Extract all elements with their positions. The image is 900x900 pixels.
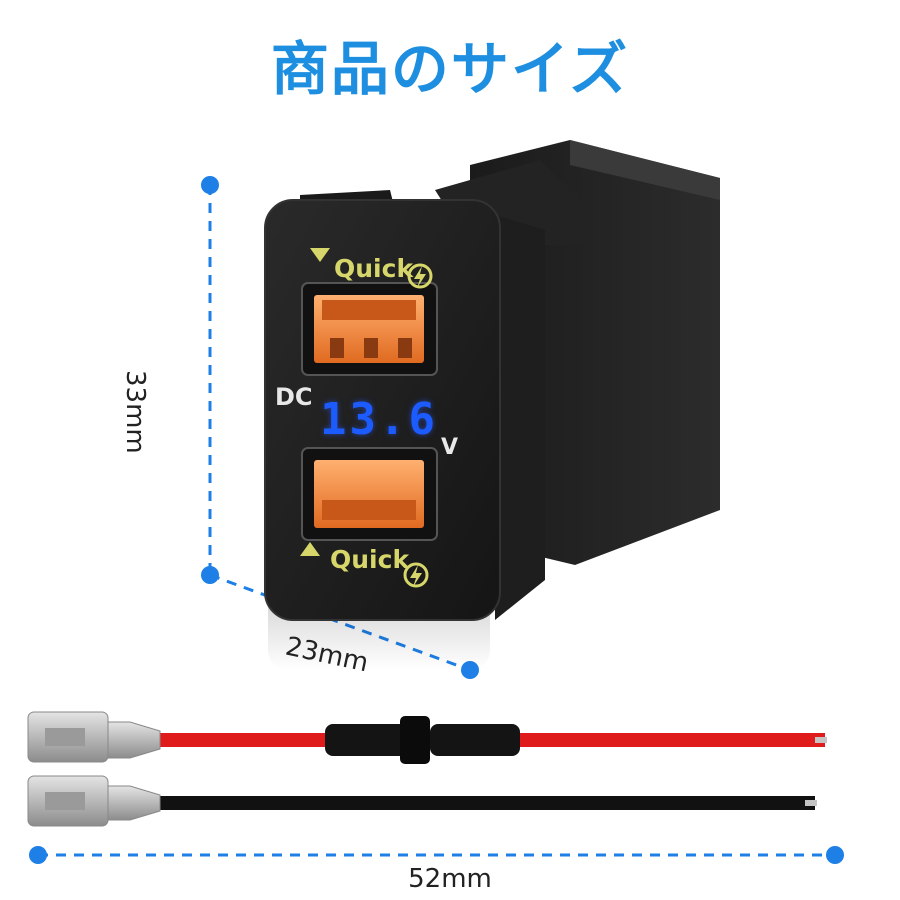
voltage-readout: 13.6 [320, 394, 438, 445]
usb-port-top [301, 282, 438, 376]
usb-socket-device [264, 140, 720, 621]
voltage-unit: V [441, 435, 459, 460]
arrow-down-icon [310, 248, 330, 262]
red-wire [27, 711, 827, 764]
lightning-icon [407, 263, 433, 289]
height-dimension [201, 176, 219, 584]
lightning-icon [403, 562, 429, 588]
usb-port-bottom [301, 447, 438, 541]
page-title: 商品のサイズ [270, 35, 630, 103]
black-wire [27, 775, 817, 827]
quick-charge-label-top: Quick [334, 254, 414, 283]
cable-length-label: 52mm [408, 864, 492, 894]
height-label: 33mm [120, 370, 150, 454]
arrow-up-icon [300, 542, 320, 556]
quick-charge-label-bottom: Quick [330, 545, 410, 574]
cable-length-dimension [29, 846, 844, 864]
dc-label: DC [275, 383, 313, 411]
